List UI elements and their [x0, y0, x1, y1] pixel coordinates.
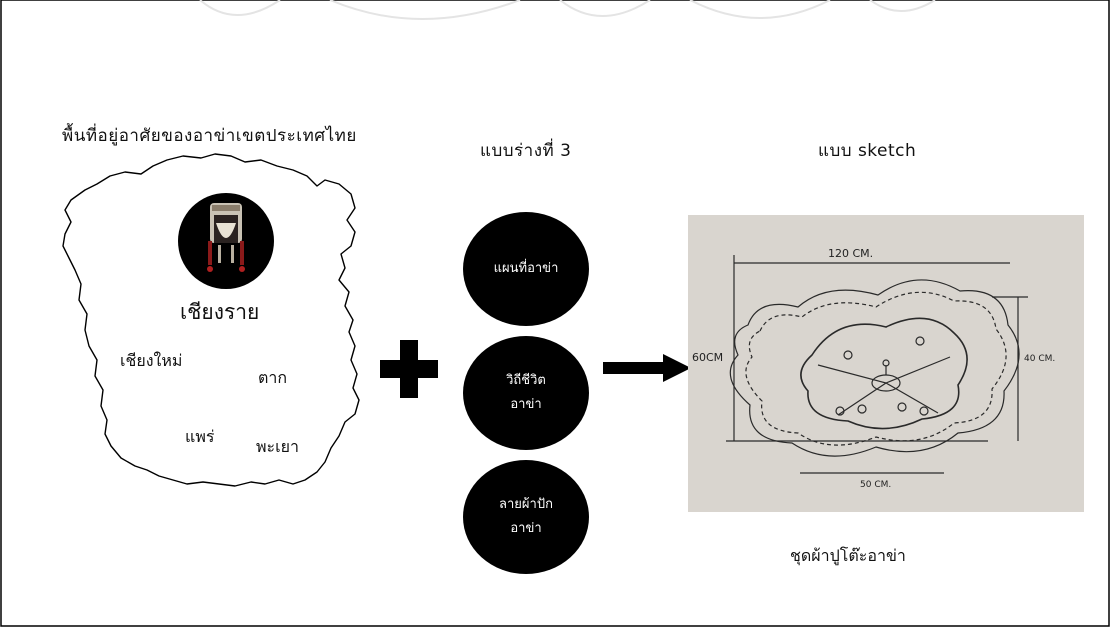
sketch-heading: แบบ sketch [818, 141, 917, 161]
province-label: ตาก [258, 368, 288, 387]
draft-heading: แบบร่างที่ 3 [480, 141, 572, 161]
dimension-right: 40 CM. [1024, 354, 1055, 364]
region-map-outline [62, 153, 360, 487]
sketch-drawing: 120 CM. 60CM 40 CM. 50 CM. [692, 247, 1055, 490]
circle-line: แผนที่อาข่า [493, 261, 559, 276]
circle-lifestyle: วิถีชีวิต อาข่า [463, 336, 589, 450]
province-label: พะเยา [256, 437, 299, 456]
dimension-top: 120 CM. [828, 247, 873, 260]
tablecloth-sketch-photo: 120 CM. 60CM 40 CM. 50 CM. [688, 215, 1084, 512]
arrow-right-icon [603, 354, 691, 382]
province-label: เชียงใหม่ [120, 351, 183, 370]
sketch-caption: ชุดผ้าปูโต๊ะอาข่า [790, 546, 906, 565]
circle-line: ลายผ้าปัก [499, 497, 553, 512]
plus-icon [380, 340, 438, 398]
area-heading: พื้นที่อยู่อาศัยของอาข่าเขตประเทศไทย [62, 126, 357, 146]
circle-line: อาข่า [510, 521, 542, 536]
headdress-icon [207, 203, 245, 272]
dimension-bottom: 50 CM. [860, 480, 891, 490]
dimension-left: 60CM [692, 351, 723, 364]
province-label: แพร่ [185, 427, 215, 446]
watermark-logo [199, 0, 936, 20]
circle-line: วิถีชีวิต [506, 373, 546, 388]
circle-embroidery: ลายผ้าปัก อาข่า [463, 460, 589, 574]
circle-line: อาข่า [510, 397, 542, 412]
circle-map: แผนที่อาข่า [463, 212, 589, 326]
akha-headdress-image [178, 193, 274, 289]
province-main: เชียงราย [180, 300, 260, 324]
